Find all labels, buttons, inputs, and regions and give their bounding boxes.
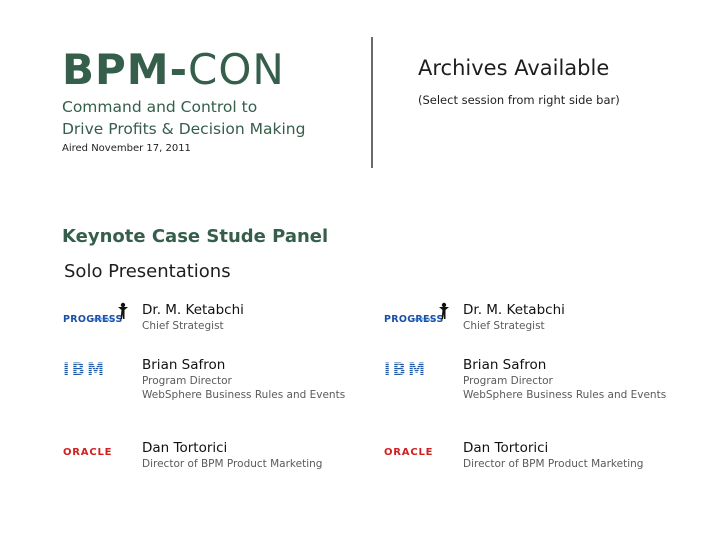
speaker-title: Program Director [463,375,553,387]
aired-date: Aired November 17, 2011 [62,143,191,154]
oracle-logo-text: ORACLE [63,447,113,458]
archives-note: (Select session from right side bar) [418,93,620,107]
progress-figure-icon [118,302,128,319]
speaker-title: Chief Strategist [142,320,224,332]
progress-logo-text: PROGRESS [63,314,123,325]
header-divider [371,37,373,168]
speaker-name: Brian Safron [142,357,226,373]
solo-presentations-heading: Solo Presentations [64,261,231,282]
tagline-line-2: Drive Profits & Decision Making [62,120,306,138]
speaker-name: Dr. M. Ketabchi [463,302,565,318]
bpm-con-logo: BPM-CON [62,48,285,92]
tagline-line-1: Command and Control to [62,98,258,116]
progress-logo-subtext: software [93,317,115,323]
ibm-logo-icon: IBM [384,360,426,380]
speaker-title: Director of BPM Product Marketing [463,458,644,470]
speaker-title: Program Director [142,375,232,387]
oracle-logo: ORACLE [63,440,112,459]
speaker-name: Brian Safron [463,357,547,373]
speaker-name: Dan Tortorici [463,440,549,456]
progress-logo: PROGRESS software [384,302,449,326]
speaker-title-line-2: WebSphere Business Rules and Events [463,389,667,401]
speaker-name: Dr. M. Ketabchi [142,302,244,318]
speaker-title: Director of BPM Product Marketing [142,458,323,470]
logo-bold-text: BPM- [62,45,189,94]
ibm-logo-icon: IBM [63,360,105,380]
oracle-logo: ORACLE [384,440,433,459]
ibm-logo-graphic: IBM [384,360,426,376]
speaker-title: Chief Strategist [463,320,545,332]
oracle-logo-text: ORACLE [384,447,434,458]
progress-logo: PROGRESS software [63,302,128,326]
progress-figure-icon [439,302,449,319]
speaker-name: Dan Tortorici [142,440,228,456]
tagline: Command and Control to Drive Profits & D… [62,96,305,140]
keynote-heading: Keynote Case Stude Panel [62,226,329,247]
archives-title: Archives Available [418,56,610,80]
progress-logo-text: PROGRESS [384,314,444,325]
progress-logo-subtext: software [414,317,436,323]
ibm-logo-graphic: IBM [63,360,105,376]
logo-light-text: CON [188,45,285,94]
speaker-title-line-2: WebSphere Business Rules and Events [142,389,346,401]
